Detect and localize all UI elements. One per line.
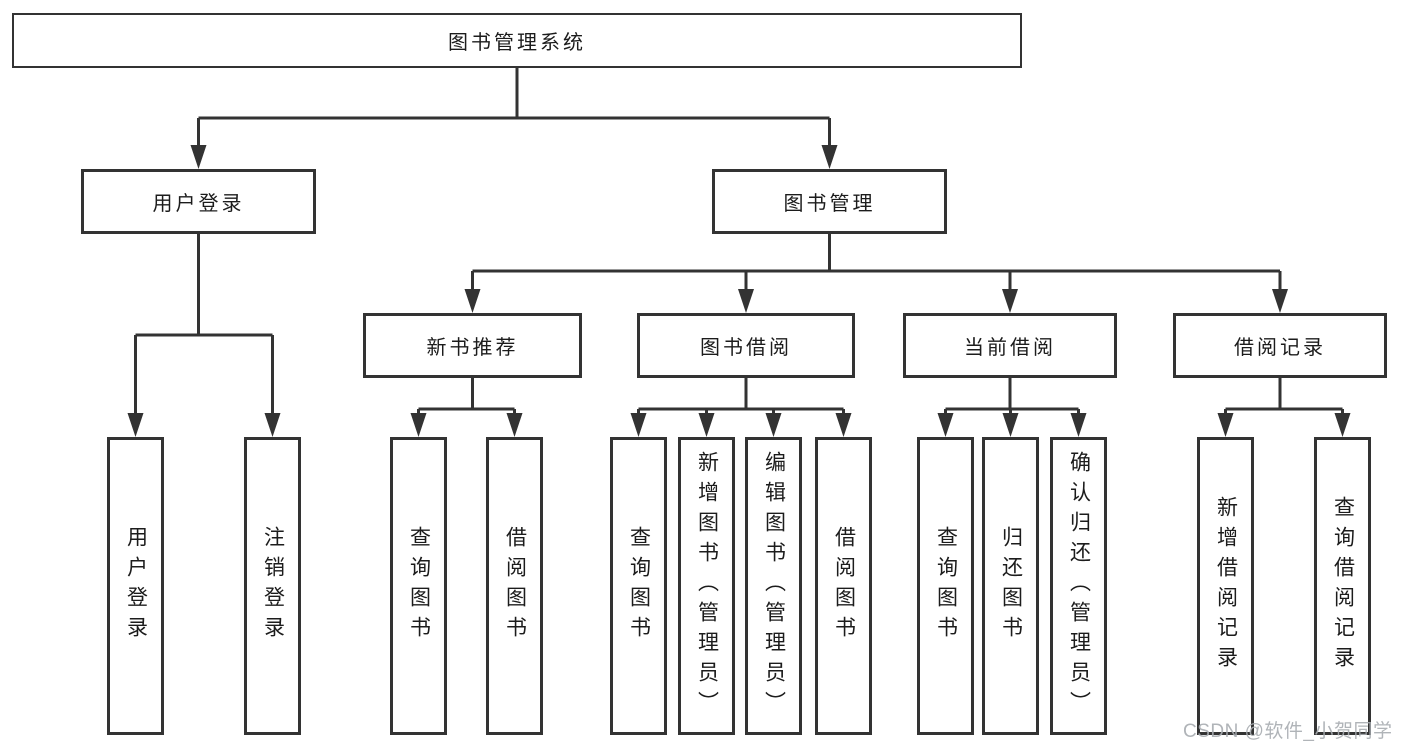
leaf-edit-books-admin: 编辑图书（管理员） xyxy=(745,437,802,735)
leaf-user-login: 用户登录 xyxy=(107,437,164,735)
node-book-management: 图书管理 xyxy=(712,169,947,234)
leaf-query-borrow-record: 查询借阅记录 xyxy=(1314,437,1371,735)
leaf-query-books-borrowing: 查询图书 xyxy=(610,437,667,735)
leaf-label: 注销登录 xyxy=(261,526,285,646)
node-book-borrowing: 图书借阅 xyxy=(637,313,855,378)
leaf-label: 查询借阅记录 xyxy=(1331,496,1355,676)
leaf-label: 编辑图书（管理员） xyxy=(762,451,786,721)
leaf-confirm-return-admin: 确认归还（管理员） xyxy=(1050,437,1107,735)
node-borrowing-records: 借阅记录 xyxy=(1173,313,1387,378)
leaf-query-books-current: 查询图书 xyxy=(917,437,974,735)
leaf-label: 新增图书（管理员） xyxy=(695,451,719,721)
leaf-borrow-books-borrowing: 借阅图书 xyxy=(815,437,872,735)
leaf-label: 归还图书 xyxy=(999,526,1023,646)
leaf-query-books-recommend: 查询图书 xyxy=(390,437,447,735)
leaf-label: 确认归还（管理员） xyxy=(1067,451,1091,721)
leaf-logout-login: 注销登录 xyxy=(244,437,301,735)
leaf-add-borrow-record: 新增借阅记录 xyxy=(1197,437,1254,735)
leaf-label: 查询图书 xyxy=(407,526,431,646)
leaf-return-books: 归还图书 xyxy=(982,437,1039,735)
leaf-label: 用户登录 xyxy=(124,526,148,646)
node-library-management-system: 图书管理系统 xyxy=(12,13,1022,68)
node-user-login: 用户登录 xyxy=(81,169,316,234)
node-new-book-recommendation: 新书推荐 xyxy=(363,313,582,378)
leaf-label: 借阅图书 xyxy=(503,526,527,646)
leaf-label: 借阅图书 xyxy=(832,526,856,646)
leaf-borrow-books-recommend: 借阅图书 xyxy=(486,437,543,735)
leaf-add-books-admin: 新增图书（管理员） xyxy=(678,437,735,735)
watermark-csdn: CSDN @软件_小贺同学 xyxy=(1183,721,1393,742)
node-current-borrowing: 当前借阅 xyxy=(903,313,1117,378)
leaf-label: 新增借阅记录 xyxy=(1214,496,1238,676)
leaf-label: 查询图书 xyxy=(627,526,651,646)
leaf-label: 查询图书 xyxy=(934,526,958,646)
